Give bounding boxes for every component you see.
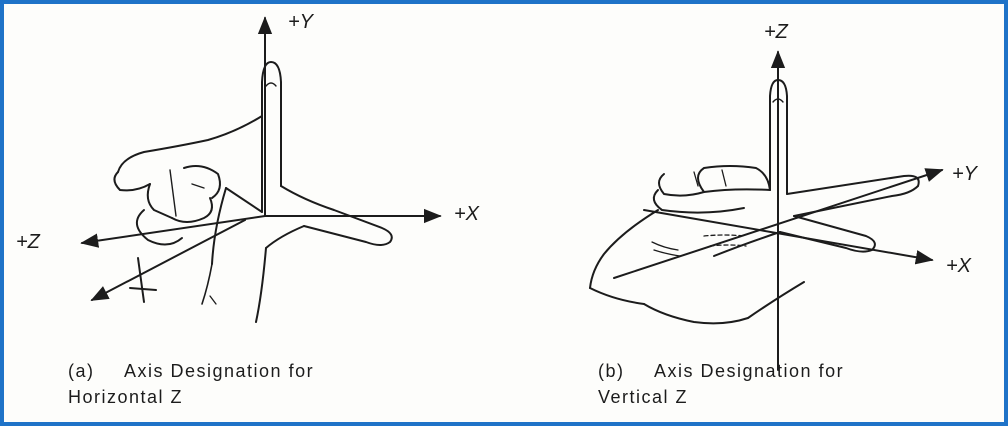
caption-b-tag: (b): [598, 358, 654, 384]
hand-b: [590, 80, 919, 323]
caption-a: (a)Axis Designation for Horizontal Z: [68, 358, 314, 410]
label-a-plus-x: +X: [454, 204, 479, 224]
axis-a-z: [82, 216, 265, 243]
label-a-plus-z: +Z: [16, 232, 40, 252]
caption-b: (b)Axis Designation for Vertical Z: [598, 358, 844, 410]
label-b-plus-z: +Z: [764, 22, 788, 42]
caption-a-line2: Horizontal Z: [68, 384, 314, 410]
caption-a-tag: (a): [68, 358, 124, 384]
caption-b-line2: Vertical Z: [598, 384, 844, 410]
caption-a-line1: Axis Designation for: [124, 361, 314, 381]
hand-a: [114, 62, 391, 322]
diagram-b: [590, 52, 942, 370]
axis-a-z-lower: [92, 220, 245, 300]
diagram-a: [82, 18, 440, 322]
axis-a-tick: [138, 258, 144, 302]
label-a-plus-y: +Y: [288, 12, 313, 32]
label-b-plus-y: +Y: [952, 164, 977, 184]
label-b-plus-x: +X: [946, 256, 971, 276]
axis-b-x: [644, 210, 932, 260]
caption-b-line1: Axis Designation for: [654, 361, 844, 381]
